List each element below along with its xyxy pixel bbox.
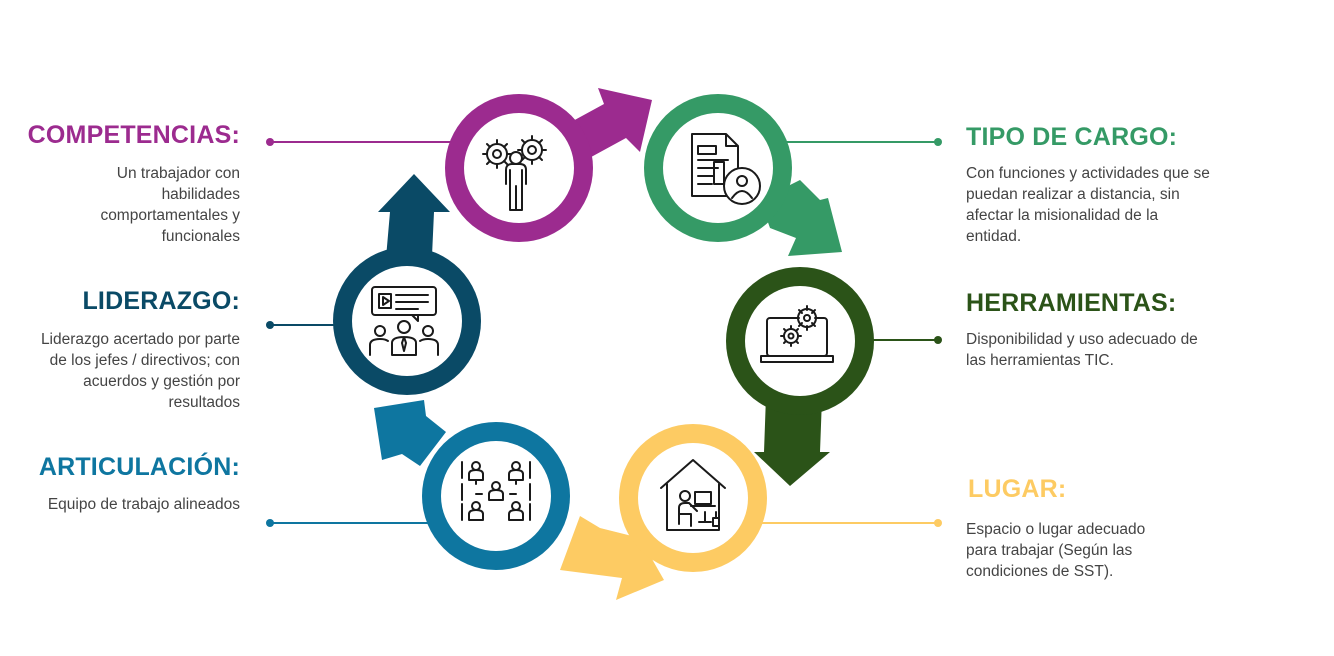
ring-center-lugar — [638, 443, 748, 553]
document-user-icon — [691, 133, 761, 205]
ring-center-competencias — [464, 113, 574, 223]
connector-dot-lugar — [934, 519, 942, 527]
laptop-gears-icon — [760, 305, 834, 363]
ring-center-articulacion — [441, 441, 551, 551]
title-competencias: COMPETENCIAS: — [27, 121, 240, 149]
leader-presentation-icon — [369, 286, 439, 356]
home-office-icon — [660, 459, 726, 531]
title-herramientas: HERRAMIENTAS: — [966, 289, 1177, 317]
arrow-lugar — [560, 516, 664, 600]
desc-articulacion: Equipo de trabajo alineados — [47, 496, 240, 513]
connector-lines — [266, 138, 942, 527]
connector-dot-herramientas — [934, 336, 942, 344]
arrow-liderazgo — [378, 174, 450, 258]
title-lugar: LUGAR: — [968, 475, 1067, 503]
desc-tipo-de-cargo: Con funciones y actividades que se pueda… — [966, 165, 1210, 245]
team-network-icon — [461, 461, 531, 521]
title-articulacion: ARTICULACIÓN: — [38, 453, 240, 481]
title-liderazgo: LIDERAZGO: — [82, 287, 240, 315]
arrow-articulacion — [374, 400, 446, 466]
desc-herramientas: Disponibilidad y uso adecuado de las her… — [966, 331, 1198, 369]
ring-center-herramientas — [745, 286, 855, 396]
connector-dot-liderazgo — [266, 321, 274, 329]
desc-lugar: Espacio o lugar adecuado para trabajar (… — [966, 521, 1146, 580]
connector-dot-tipo_de_cargo — [934, 138, 942, 146]
desc-competencias: Un trabajador con habilidades comportame… — [100, 165, 240, 245]
arrow-herramientas — [754, 396, 830, 486]
connector-dot-articulacion — [266, 519, 274, 527]
connector-dot-competencias — [266, 138, 274, 146]
gears-person-icon — [482, 135, 547, 211]
cycle-icons — [369, 133, 834, 531]
cycle-rings — [333, 94, 874, 572]
desc-liderazgo: Liderazgo acertado por parte de los jefe… — [40, 331, 240, 411]
title-tipo-de-cargo: TIPO DE CARGO: — [966, 123, 1178, 151]
